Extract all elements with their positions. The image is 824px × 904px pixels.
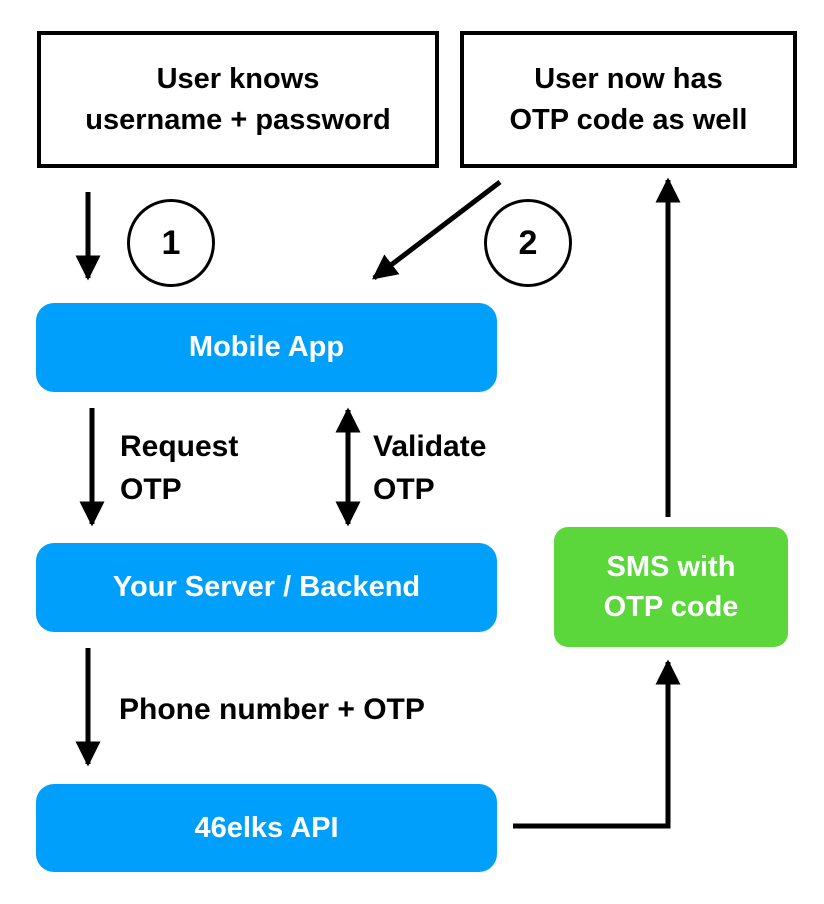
box-line: username + password	[85, 103, 391, 136]
node-label: 46elks API	[194, 811, 339, 844]
step-number: 1	[161, 223, 181, 262]
box-line: OTP code as well	[509, 103, 748, 136]
mobile-app-node: Mobile App	[36, 303, 497, 392]
node-label: Mobile App	[188, 331, 345, 363]
backend-node: Your Server / Backend	[36, 543, 497, 632]
request-otp-label: Request OTP	[120, 425, 238, 511]
user-has-otp-box: User now has OTP code as well	[460, 31, 797, 168]
step-2-marker: 2	[484, 199, 572, 287]
node-line: SMS with	[606, 551, 736, 583]
sms-node: SMS with OTP code	[554, 527, 788, 647]
label-line: Request	[120, 430, 239, 463]
phone-number-otp-label: Phone number + OTP	[119, 688, 425, 731]
label-line: Phone number + OTP	[119, 693, 425, 726]
user-knows-credentials-box: User knows username + password	[37, 31, 439, 168]
label-line: OTP	[120, 473, 182, 506]
node-label: Your Server / Backend	[112, 571, 421, 603]
step-1-marker: 1	[127, 199, 215, 287]
api-node: 46elks API	[36, 784, 497, 872]
box-line: User knows	[156, 62, 320, 95]
node-line: OTP code	[603, 591, 739, 623]
label-line: Validate	[373, 430, 487, 463]
step-number: 2	[518, 223, 538, 262]
arrow-otp-entry-to-app	[372, 180, 502, 280]
box-line: User now has	[534, 62, 723, 95]
arrow-api-to-sms	[513, 659, 681, 829]
label-line: OTP	[373, 473, 435, 506]
validate-otp-label: Validate OTP	[373, 425, 486, 511]
